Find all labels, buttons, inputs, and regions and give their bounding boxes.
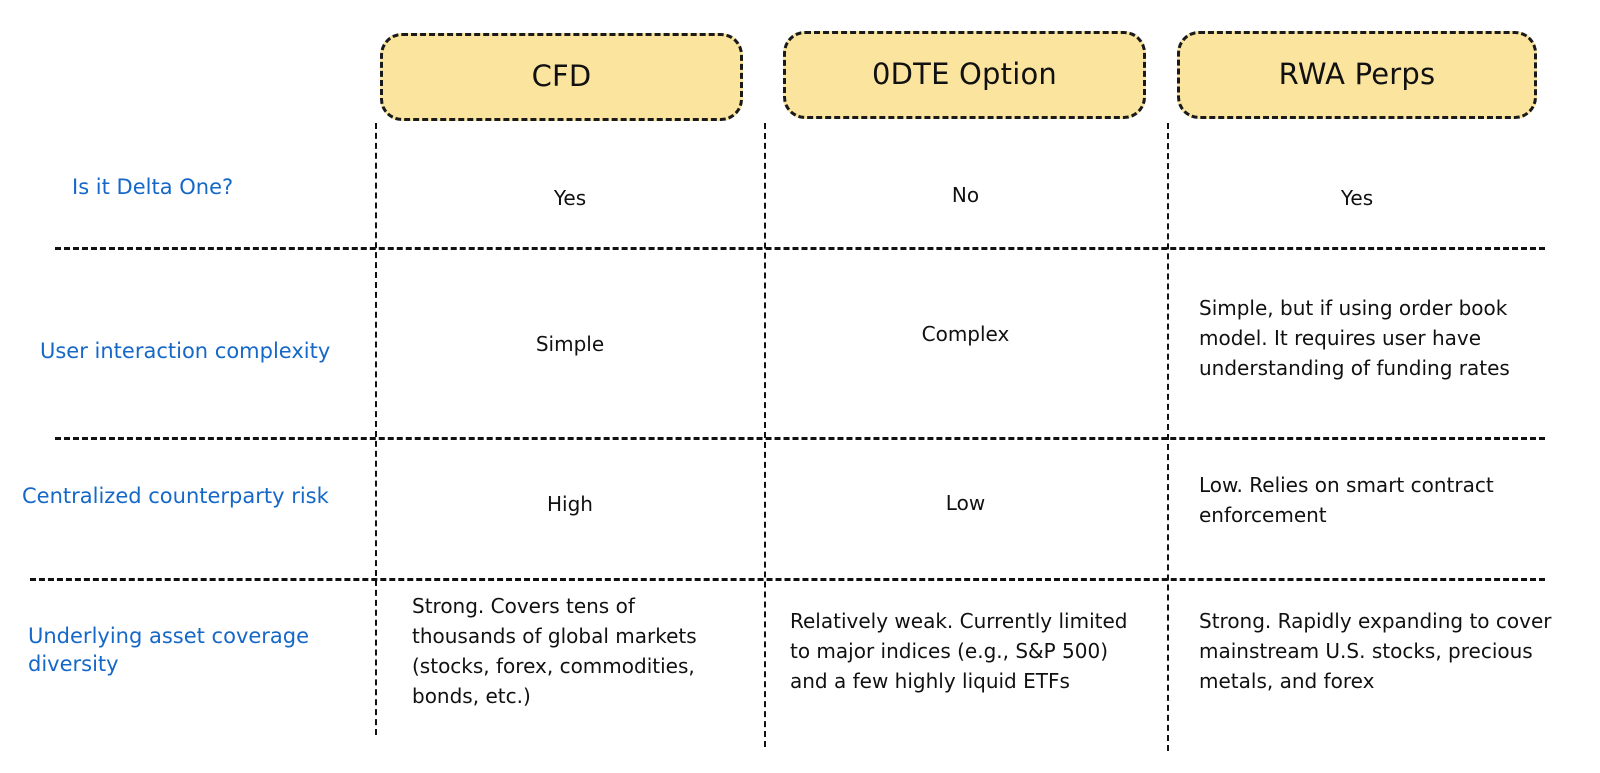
row-label-user-interaction-complexity: User interaction complexity xyxy=(40,337,360,365)
cell-underlying-asset-coverage-diversity-rwa: Strong. Rapidly expanding to cover mains… xyxy=(1199,596,1559,706)
row-label-text: Is it Delta One? xyxy=(72,175,234,199)
cell-centralized-counterparty-risk-0dte: Low xyxy=(774,465,1157,541)
cell-value: Strong. Rapidly expanding to cover mains… xyxy=(1199,609,1552,693)
cell-value: Simple, but if using order book model. I… xyxy=(1199,296,1510,380)
row-label-underlying-asset-coverage-diversity: Underlying asset coverage diversity xyxy=(28,622,328,679)
cell-centralized-counterparty-risk-cfd: High xyxy=(385,466,755,542)
cell-value: Complex xyxy=(921,322,1010,346)
column-header-0dte-option[interactable]: 0DTE Option xyxy=(783,31,1146,119)
row-label-text: Underlying asset coverage diversity xyxy=(28,624,310,677)
column-divider-1 xyxy=(375,123,377,735)
cell-value: Strong. Covers tens of thousands of glob… xyxy=(412,594,697,708)
cell-underlying-asset-coverage-diversity-cfd: Strong. Covers tens of thousands of glob… xyxy=(412,594,742,708)
cell-value: No xyxy=(951,183,980,207)
row-label-delta-one: Is it Delta One? xyxy=(72,173,362,201)
cell-delta-one-0dte: No xyxy=(774,157,1157,233)
row-divider-1 xyxy=(55,247,1545,250)
column-header-label: 0DTE Option xyxy=(871,57,1058,92)
cell-delta-one-rwa: Yes xyxy=(1177,160,1537,236)
cell-underlying-asset-coverage-diversity-0dte: Relatively weak. Currently limited to ma… xyxy=(790,596,1145,706)
cell-user-interaction-complexity-cfd: Simple xyxy=(385,306,755,382)
cell-value: Yes xyxy=(553,186,587,210)
cell-user-interaction-complexity-rwa: Simple, but if using order book model. I… xyxy=(1199,283,1549,393)
row-divider-3 xyxy=(30,578,1545,581)
row-label-text: Centralized counterparty risk xyxy=(22,484,329,508)
column-header-rwa-perps[interactable]: RWA Perps xyxy=(1177,31,1537,119)
row-label-text: User interaction complexity xyxy=(40,339,331,363)
row-label-centralized-counterparty-risk: Centralized counterparty risk xyxy=(22,482,362,510)
cell-value: Low. Relies on smart contract enforcemen… xyxy=(1199,473,1494,527)
column-divider-2 xyxy=(764,123,766,747)
column-header-label: CFD xyxy=(531,59,592,94)
cell-value: Simple xyxy=(535,332,605,356)
cell-value: Yes xyxy=(1340,186,1374,210)
cell-centralized-counterparty-risk-rwa: Low. Relies on smart contract enforcemen… xyxy=(1199,460,1549,540)
cell-value: High xyxy=(547,492,593,516)
column-header-cfd[interactable]: CFD xyxy=(380,33,743,121)
cell-user-interaction-complexity-0dte: Complex xyxy=(774,296,1157,372)
cell-value: Relatively weak. Currently limited to ma… xyxy=(790,609,1128,693)
row-divider-2 xyxy=(55,437,1545,440)
column-header-label: RWA Perps xyxy=(1278,57,1436,92)
cell-value: Low xyxy=(945,491,986,515)
cell-delta-one-cfd: Yes xyxy=(385,160,755,236)
